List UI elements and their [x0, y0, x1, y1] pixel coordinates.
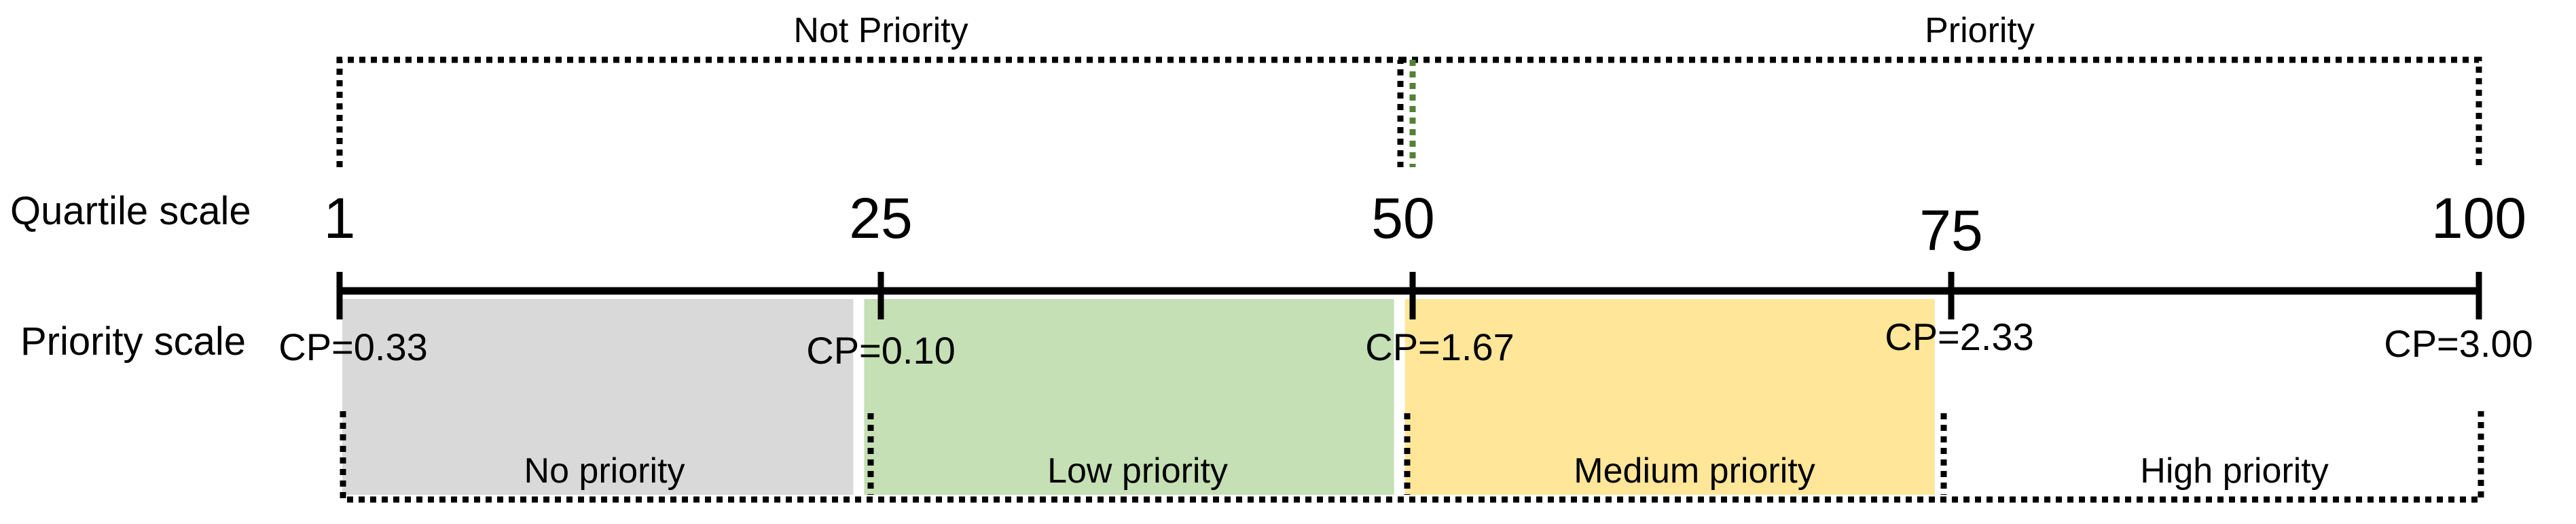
- category-label-high-priority: High priority: [2140, 451, 2328, 491]
- tick-label-1: 1: [324, 186, 356, 250]
- cp-label-75: CP=2.33: [1885, 315, 2034, 358]
- category-boxes: [342, 299, 2475, 495]
- cp-label-1: CP=0.33: [278, 326, 428, 368]
- category-label-medium-priority: Medium priority: [1574, 451, 1815, 491]
- category-box-low-priority: [864, 299, 1394, 495]
- category-bottom-bracket: [340, 411, 2484, 503]
- tick-label-75: 75: [1919, 198, 1982, 262]
- category-box-medium-priority: [1404, 299, 1935, 495]
- cp-label-50: CP=1.67: [1365, 326, 1514, 368]
- cp-label-25: CP=0.10: [806, 329, 956, 372]
- category-box-high-priority: [1945, 299, 2475, 495]
- quartile-axis: [336, 272, 2482, 319]
- brackets: [336, 56, 2484, 503]
- not-priority-label: Not Priority: [793, 11, 968, 50]
- not-priority-bracket: [336, 56, 1404, 167]
- tick-label-50: 50: [1371, 186, 1434, 250]
- tick-label-100: 100: [2431, 186, 2526, 250]
- priority-bracket: [1400, 56, 2482, 167]
- category-label-low-priority: Low priority: [1047, 451, 1228, 491]
- quartile-scale-label: Quartile scale: [10, 189, 251, 233]
- priority-scale-label: Priority scale: [20, 319, 246, 364]
- category-box-no-priority: [342, 299, 854, 495]
- priority-label: Priority: [1925, 11, 2035, 50]
- tick-label-25: 25: [849, 186, 912, 250]
- category-label-no-priority: No priority: [524, 451, 685, 491]
- cp-label-100: CP=3.00: [2384, 322, 2533, 365]
